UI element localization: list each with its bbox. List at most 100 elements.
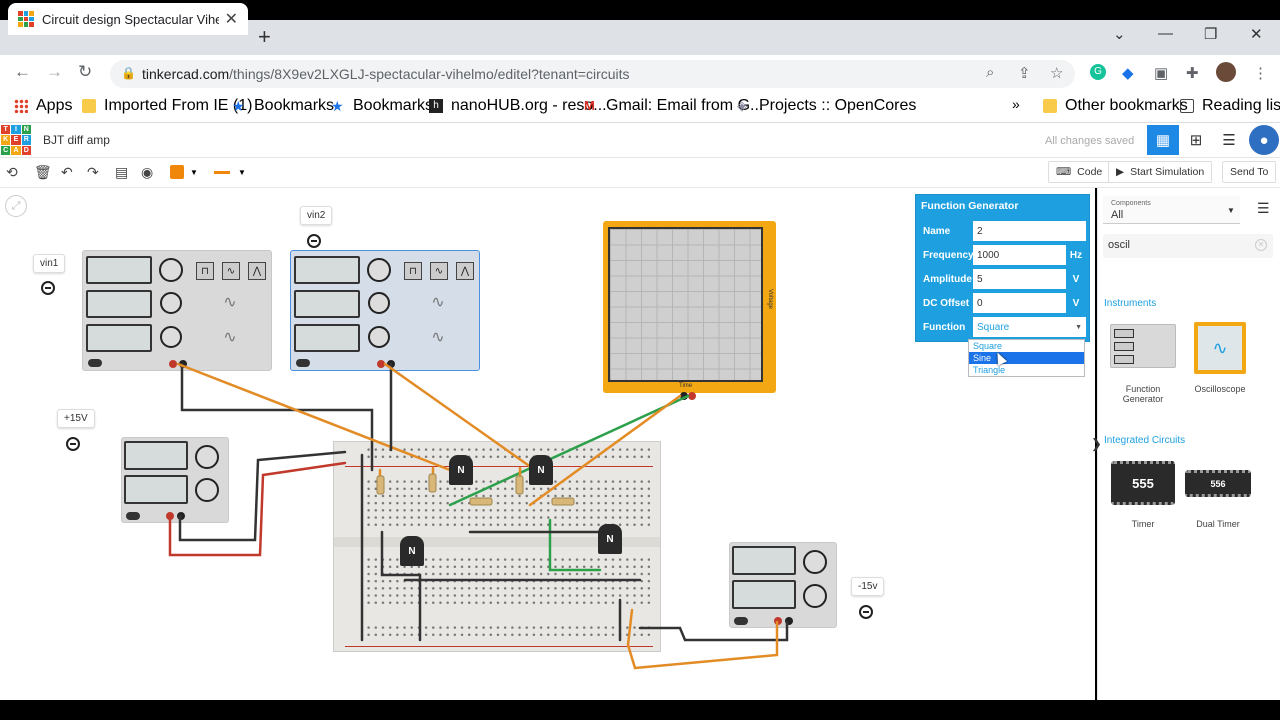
- project-title[interactable]: BJT diff amp: [43, 133, 110, 147]
- npn-transistor[interactable]: N: [400, 536, 424, 566]
- resistor[interactable]: [469, 497, 493, 506]
- power-switch[interactable]: [126, 512, 140, 520]
- resistor[interactable]: [515, 475, 524, 495]
- npn-transistor[interactable]: N: [529, 455, 553, 485]
- terminal-positive[interactable]: [377, 360, 385, 368]
- terminal-negative[interactable]: [785, 617, 793, 625]
- components-filter-dropdown[interactable]: Components All ▼: [1103, 196, 1240, 224]
- label-vin2[interactable]: vin2: [300, 206, 333, 225]
- frequency-input[interactable]: 1000: [973, 245, 1066, 265]
- list-view-icon[interactable]: ☰: [1257, 200, 1270, 216]
- dc-offset-input[interactable]: 0: [973, 293, 1066, 313]
- label-minus15v[interactable]: -15v: [851, 577, 885, 596]
- bookmark-star-icon[interactable]: ☆: [1050, 65, 1064, 82]
- wire-green[interactable]: [448, 394, 690, 507]
- power-switch[interactable]: [734, 617, 748, 625]
- psu-knob[interactable]: [803, 584, 827, 608]
- probe-vin2-icon[interactable]: [307, 234, 321, 248]
- bookmark-opencores[interactable]: ◈ Projects :: OpenCores: [737, 97, 916, 115]
- zoom-icon[interactable]: ⌕: [986, 64, 995, 81]
- back-icon[interactable]: ←: [14, 62, 31, 81]
- clear-search-icon[interactable]: ✕: [1255, 239, 1267, 251]
- bookmark-bookmarks-1[interactable]: ★ Bookmarks: [232, 97, 334, 115]
- extension-shield-icon[interactable]: ◆: [1122, 65, 1134, 82]
- triangle-wave-button[interactable]: ⋀: [456, 262, 474, 280]
- function-select[interactable]: Square ▼: [973, 317, 1086, 337]
- profile-avatar[interactable]: [1216, 62, 1236, 82]
- new-tab-icon[interactable]: +: [258, 24, 271, 49]
- fg1-knob[interactable]: [160, 292, 182, 314]
- scope-terminal[interactable]: [688, 392, 696, 400]
- square-wave-button[interactable]: ⊓: [404, 262, 422, 280]
- bookmark-imported-ie[interactable]: Imported From IE (1): [82, 97, 252, 115]
- psu-knob[interactable]: [195, 445, 219, 469]
- bookmark-gmail[interactable]: M Gmail: Email from G...: [584, 97, 763, 115]
- code-button[interactable]: ⌨Code: [1048, 161, 1111, 183]
- extensions-puzzle-icon[interactable]: ✚: [1186, 65, 1199, 82]
- wire-orange[interactable]: [383, 362, 537, 472]
- option-triangle[interactable]: Triangle: [973, 365, 1006, 375]
- bookmark-nanohub[interactable]: h nanoHUB.org - reso...: [429, 97, 607, 115]
- bookmark-apps[interactable]: Apps: [14, 97, 72, 115]
- component-function-generator[interactable]: Function Generator: [1108, 324, 1178, 404]
- close-window-icon[interactable]: ✕: [1250, 26, 1263, 43]
- wire-black[interactable]: [180, 362, 374, 472]
- sine-wave-button[interactable]: ∿: [222, 262, 240, 280]
- option-square[interactable]: Square: [973, 341, 1003, 351]
- restore-icon[interactable]: ❐: [1204, 26, 1218, 43]
- probe-minus15-icon[interactable]: [859, 605, 873, 619]
- url-bar[interactable]: 🔒 tinkercad.com/things/8X9ev2LXGLJ-spect…: [110, 60, 1075, 88]
- wire-orange[interactable]: [176, 362, 452, 472]
- minimize-icon[interactable]: —: [1158, 25, 1173, 42]
- fg1-knob[interactable]: [160, 326, 182, 348]
- fit-view-icon[interactable]: ⤢: [5, 195, 27, 217]
- amplitude-input[interactable]: 5: [973, 269, 1066, 289]
- wire-black[interactable]: [178, 450, 347, 542]
- share-icon[interactable]: ⇪: [1018, 65, 1031, 82]
- fg2-knob[interactable]: [368, 292, 390, 314]
- wire-black[interactable]: [403, 578, 642, 642]
- component-oscilloscope[interactable]: ∿ Oscilloscope: [1185, 322, 1255, 394]
- probe-plus15-icon[interactable]: [66, 437, 80, 451]
- psu-knob[interactable]: [195, 478, 219, 502]
- browser-tab[interactable]: Circuit design Spectacular Viheln ✕: [8, 3, 248, 35]
- triangle-wave-button[interactable]: ⋀: [248, 262, 266, 280]
- extension-screen-icon[interactable]: ▣: [1154, 65, 1169, 82]
- resistor[interactable]: [376, 475, 385, 495]
- visibility-icon[interactable]: ◉: [141, 164, 154, 180]
- wire-orange[interactable]: [528, 394, 682, 507]
- send-to-button[interactable]: Send To: [1222, 161, 1277, 183]
- circuit-view-icon[interactable]: ▦: [1147, 125, 1179, 155]
- wire-black[interactable]: [638, 620, 789, 642]
- power-switch[interactable]: [88, 359, 102, 367]
- probe-vin1-icon[interactable]: [41, 281, 55, 295]
- close-tab-icon[interactable]: ✕: [224, 11, 238, 28]
- bookmark-bookmarks-2[interactable]: ★ Bookmarks: [331, 97, 433, 115]
- grammarly-extension-icon[interactable]: G: [1090, 64, 1106, 80]
- component-556-dual-timer[interactable]: 556 Dual Timer: [1183, 470, 1253, 529]
- tab-search-icon[interactable]: ⌄: [1113, 26, 1126, 43]
- wire-orange[interactable]: [626, 608, 779, 670]
- label-plus15v[interactable]: +15V: [57, 409, 95, 428]
- npn-transistor[interactable]: N: [598, 524, 622, 554]
- forward-icon[interactable]: →: [46, 62, 63, 81]
- resistor[interactable]: [428, 473, 437, 493]
- component-search-input[interactable]: oscil ✕: [1103, 234, 1273, 258]
- undo-icon[interactable]: ↶: [61, 164, 73, 180]
- resistor[interactable]: [551, 497, 575, 506]
- label-vin1[interactable]: vin1: [33, 254, 66, 273]
- reading-list[interactable]: Reading list: [1180, 97, 1280, 115]
- sine-wave-button[interactable]: ∿: [430, 262, 448, 280]
- psu-knob[interactable]: [803, 550, 827, 574]
- option-sine[interactable]: Sine: [969, 352, 1084, 364]
- power-switch[interactable]: [296, 359, 310, 367]
- npn-transistor[interactable]: N: [449, 455, 473, 485]
- scope-terminal[interactable]: [680, 392, 688, 400]
- reload-icon[interactable]: ↻: [78, 62, 93, 81]
- wire-green[interactable]: [548, 518, 602, 572]
- bookmark-other[interactable]: Other bookmarks: [1043, 97, 1188, 115]
- component-list-icon[interactable]: ☰: [1222, 132, 1236, 149]
- delete-icon[interactable]: 🗑: [34, 164, 52, 180]
- user-avatar-icon[interactable]: ●: [1249, 125, 1279, 155]
